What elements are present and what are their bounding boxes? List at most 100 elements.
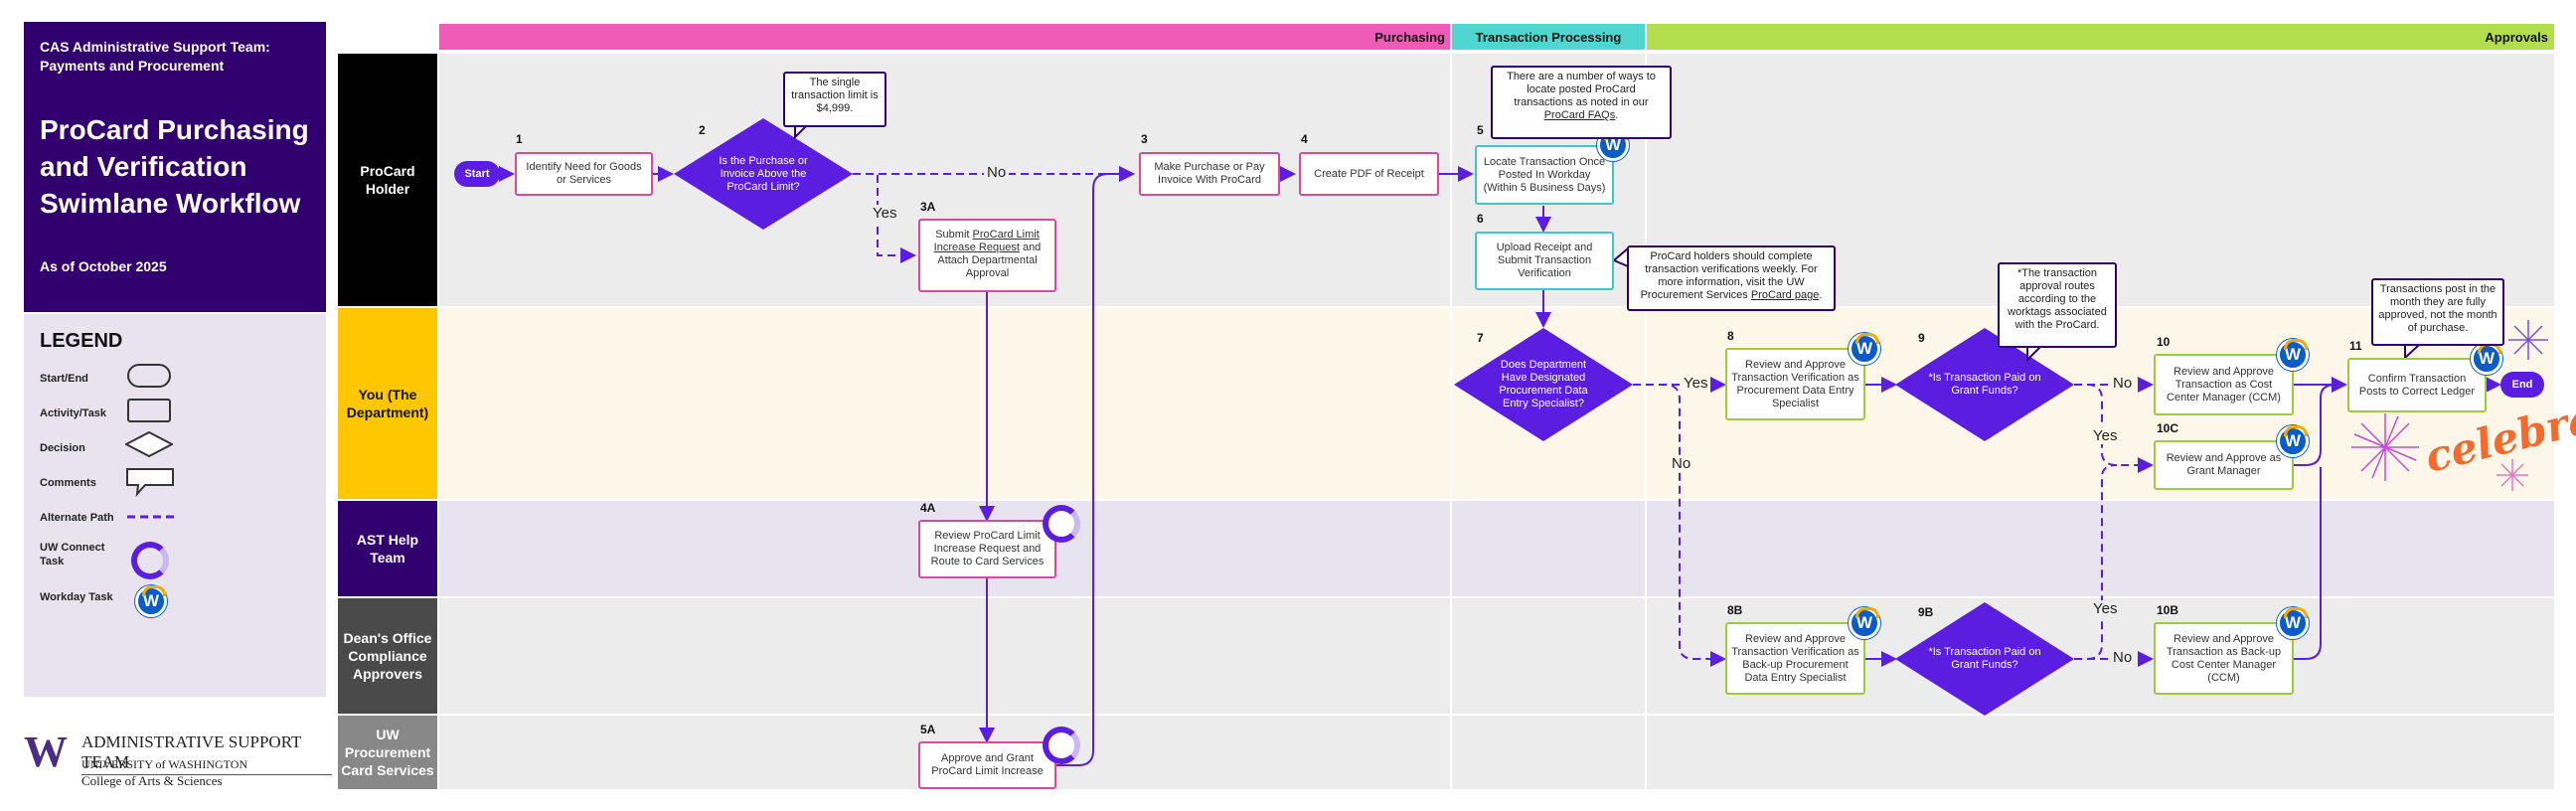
step-number: 5 xyxy=(1477,123,1484,137)
comment-transaction-limit: The single transaction limit is $4,999. xyxy=(783,72,886,127)
callout-pointer xyxy=(794,124,808,140)
comment-approval-routing: *The transaction approval routes accordi… xyxy=(1998,262,2117,348)
step-number: 9B xyxy=(1918,605,1934,619)
title-panel: CAS Administrative Support Team: Payment… xyxy=(24,22,326,312)
step-number: 5A xyxy=(920,723,936,736)
task-approve-as-backup-pde: Review and Approve Transaction Verificat… xyxy=(1725,622,1865,695)
step-number: 8 xyxy=(1727,329,1734,343)
callout-pointer xyxy=(2026,345,2042,363)
label-yes: Yes xyxy=(1682,375,1710,392)
comment-posting-month: Transactions post in the month they are … xyxy=(2371,278,2504,346)
workday-icon: W xyxy=(2277,607,2309,639)
lane-procard-holder: ProCard Holder xyxy=(338,54,437,306)
label-yes: Yes xyxy=(873,205,897,222)
workday-icon: W xyxy=(135,585,167,617)
uw-connect-icon xyxy=(1043,505,1080,543)
uw-connect-icon xyxy=(131,542,169,579)
step-number: 10C xyxy=(2157,421,2179,435)
procard-page-link[interactable]: ProCard page xyxy=(1750,289,1820,301)
step-number: 2 xyxy=(699,123,706,137)
uw-logo: W ADMINISTRATIVE SUPPORT TEAM UNIVERSITY… xyxy=(24,728,332,790)
legend-start-end: Start/End xyxy=(40,373,88,385)
task-approve-as-grant-manager: Review and Approve as Grant Manager xyxy=(2154,440,2294,490)
page-title: ProCard Purchasing and Verification Swim… xyxy=(40,114,309,219)
task-submit-limit-increase: Submit ProCard Limit Increase Request an… xyxy=(918,219,1056,292)
legend-title: LEGEND xyxy=(40,330,123,352)
label-yes: Yes xyxy=(2091,427,2120,444)
legend-decision: Decision xyxy=(40,442,85,454)
step-number: 10B xyxy=(2157,603,2179,617)
label-no: No xyxy=(2111,375,2135,392)
procard-faqs-link[interactable]: ProCard FAQs xyxy=(1543,109,1616,121)
workday-icon: W xyxy=(2277,425,2309,457)
decision-grant-funds-backup: *Is Transaction Paid on Grant Funds? xyxy=(1928,646,2041,671)
legend-uw-connect: UW Connect Task xyxy=(40,542,105,568)
lane-department: You (The Department) xyxy=(338,308,437,499)
phase-divider xyxy=(1645,24,1647,789)
lane-ast-help: AST Help Team xyxy=(338,501,437,596)
task-identify-need: Identify Need for Goods or Services xyxy=(515,152,653,196)
legend-activity: Activity/Task xyxy=(40,407,107,419)
edge-5a-3 xyxy=(1055,166,1135,766)
phase-transaction-processing: Transaction Processing xyxy=(1451,24,1646,50)
task-upload-receipt: Upload Receipt and Submit Transaction Ve… xyxy=(1475,232,1614,290)
step-number: 4A xyxy=(920,501,936,515)
step-number: 9 xyxy=(1918,331,1925,345)
task-locate-transaction: Locate Transaction Once Posted In Workda… xyxy=(1475,145,1614,205)
as-of-date: As of October 2025 xyxy=(40,258,167,274)
edge-10c-11 xyxy=(2294,384,2336,466)
workday-icon: W xyxy=(1849,607,1880,639)
step-number: 6 xyxy=(1477,212,1484,226)
legend-comments-shape xyxy=(126,468,174,497)
legend-activity-shape xyxy=(127,399,171,422)
step-number: 7 xyxy=(1477,331,1484,345)
lane-bg-ast-help xyxy=(439,501,2554,596)
lane-deans-office: Dean's Office Compliance Approvers xyxy=(338,598,437,714)
decision-2-shape xyxy=(674,118,853,230)
decision-grant-funds: *Is Transaction Paid on Grant Funds? xyxy=(1928,372,2041,397)
legend-decision-shape xyxy=(125,431,173,457)
decision-above-limit: Is the Purchase or Invoice Above the Pro… xyxy=(719,154,808,193)
step-number: 11 xyxy=(2349,339,2362,353)
fireworks-decoration xyxy=(2351,320,2548,491)
limit-request-link[interactable]: ProCard Limit Increase Request xyxy=(933,229,1040,253)
decision-7-shape xyxy=(1454,328,1633,441)
team-name: CAS Administrative Support Team: Payment… xyxy=(40,39,270,74)
legend-start-end-shape xyxy=(127,364,171,388)
comment-procard-faqs: There are a number of ways to locate pos… xyxy=(1491,66,1672,139)
comment-weekly-verification: ProCard holders should complete transact… xyxy=(1627,245,1836,311)
task-approve-limit-increase: Approve and Grant ProCard Limit Increase xyxy=(918,741,1056,789)
phase-purchasing: Purchasing xyxy=(439,24,1451,50)
callout-pointer xyxy=(1612,247,1629,267)
edge-9b-10c-yes xyxy=(2074,464,2118,660)
step-number: 10 xyxy=(2157,335,2171,349)
legend-alternate-path-shape xyxy=(127,515,175,519)
phase-approvals: Approvals xyxy=(1646,24,2554,50)
task-make-purchase: Make Purchase or Pay Invoice With ProCar… xyxy=(1139,152,1280,196)
start-node: Start xyxy=(454,161,500,187)
step-number: 3 xyxy=(1141,132,1148,146)
task-approve-as-backup-ccm: Review and Approve Transaction as Back-u… xyxy=(2154,622,2294,695)
phase-divider xyxy=(1450,24,1452,789)
task-confirm-ledger: Confirm Transaction Posts to Correct Led… xyxy=(2347,358,2487,412)
step-number: 3A xyxy=(920,200,936,214)
decision-9b-shape xyxy=(1895,602,2074,716)
label-yes: Yes xyxy=(2091,600,2120,617)
end-node: End xyxy=(2500,372,2544,398)
uw-w-mark: W xyxy=(24,728,68,776)
lane-bg-card-services xyxy=(439,716,2554,789)
uw-wordmark: UNIVERSITY of WASHINGTON xyxy=(81,757,248,771)
workday-icon: W xyxy=(2277,339,2309,371)
label-no: No xyxy=(2111,649,2135,666)
task-approve-as-pde-specialist: Review and Approve Transaction Verificat… xyxy=(1725,348,1865,420)
ast-wordmark: ADMINISTRATIVE SUPPORT TEAM xyxy=(81,732,332,775)
task-create-pdf: Create PDF of Receipt xyxy=(1299,152,1439,196)
edge-9-10c-yes xyxy=(2074,384,2154,473)
task-review-limit-request: Review ProCard Limit Increase Request an… xyxy=(918,520,1056,578)
workday-icon: W xyxy=(2471,343,2502,375)
task-approve-as-ccm: Review and Approve Transaction as Cost C… xyxy=(2154,354,2294,415)
workday-icon: W xyxy=(1849,333,1880,365)
legend-workday: Workday Task xyxy=(40,591,113,603)
lane-card-services: UW Procurement Card Services xyxy=(338,716,437,789)
